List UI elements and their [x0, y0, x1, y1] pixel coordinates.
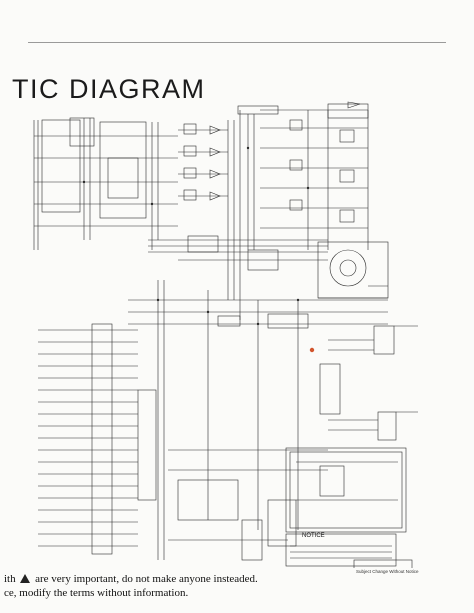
footer-line-1-suffix: are very important, do not make anyone i… — [35, 573, 258, 585]
footer-note: ith are very important, do not make anyo… — [4, 572, 304, 600]
notice-box — [285, 533, 397, 567]
subject-change-note: Subject Change Without Notice — [356, 569, 419, 574]
ic-inner — [107, 157, 139, 199]
main-ic — [91, 323, 113, 555]
notice-title: NOTICE — [302, 533, 325, 539]
footer-line-1: ith are very important, do not make anyo… — [4, 572, 304, 586]
highlight-marker — [309, 347, 315, 353]
top-rule — [28, 42, 446, 43]
schematic-drawing — [33, 101, 418, 568]
module-box — [285, 447, 407, 533]
footer-line-1-prefix: ith — [4, 573, 16, 585]
ic-block-left-top — [41, 119, 81, 213]
footer-line-2: ce, modify the terms without information… — [4, 587, 189, 599]
page-title: TIC DIAGRAM — [12, 74, 206, 104]
ic-block-upper — [69, 117, 95, 147]
warning-triangle-icon — [20, 574, 31, 583]
ic-block-center — [99, 121, 147, 219]
